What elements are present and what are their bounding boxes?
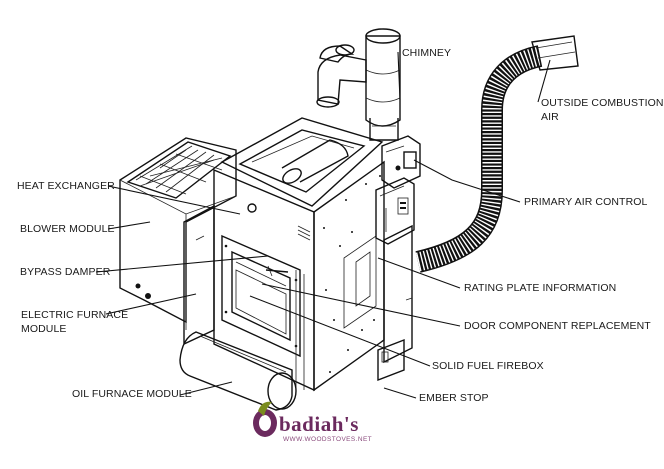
label-bypass-damper: BYPASS DAMPER xyxy=(20,266,111,278)
label-blower-module: BLOWER MODULE xyxy=(20,223,115,235)
label-rating-plate: RATING PLATE INFORMATION xyxy=(464,282,616,294)
blower-housing xyxy=(119,137,237,330)
label-primary-air-control: PRIMARY AIR CONTROL xyxy=(524,196,648,208)
label-oil-furnace-module: OIL FURNACE MODULE xyxy=(72,388,192,400)
brand-name: badiah's xyxy=(279,412,359,436)
brand-url: WWW.WOODSTOVES.NET xyxy=(283,436,372,443)
brand-watermark: badiah's WWW.WOODSTOVES.NET xyxy=(253,401,372,443)
oil-furnace-module xyxy=(179,331,297,411)
label-electric-furnace-line1: ELECTRIC FURNACE xyxy=(21,309,128,321)
label-chimney: CHIMNEY xyxy=(402,47,451,59)
brand-logo-icon xyxy=(253,401,277,437)
primary-air-control-box xyxy=(381,135,421,189)
label-heat-exchanger: HEAT EXCHANGER xyxy=(17,180,115,192)
electric-module xyxy=(183,204,215,346)
label-outside-air-line1: OUTSIDE COMBUSTION xyxy=(541,97,664,109)
leader-lines xyxy=(95,51,551,399)
part-labels: CHIMNEY OUTSIDE COMBUSTION AIR HEAT EXCH… xyxy=(17,47,664,404)
label-door-component: DOOR COMPONENT REPLACEMENT xyxy=(464,320,651,332)
label-electric-furnace-line2: MODULE xyxy=(21,323,67,335)
label-solid-fuel-firebox: SOLID FUEL FIREBOX xyxy=(432,360,544,372)
label-ember-stop: EMBER STOP xyxy=(419,392,489,404)
control-box xyxy=(375,177,415,245)
main-cabinet xyxy=(213,117,385,392)
chimney-pipes xyxy=(316,28,401,141)
rear-base xyxy=(377,224,413,382)
flex-duct xyxy=(415,35,579,273)
label-outside-air-line2: AIR xyxy=(541,111,559,123)
